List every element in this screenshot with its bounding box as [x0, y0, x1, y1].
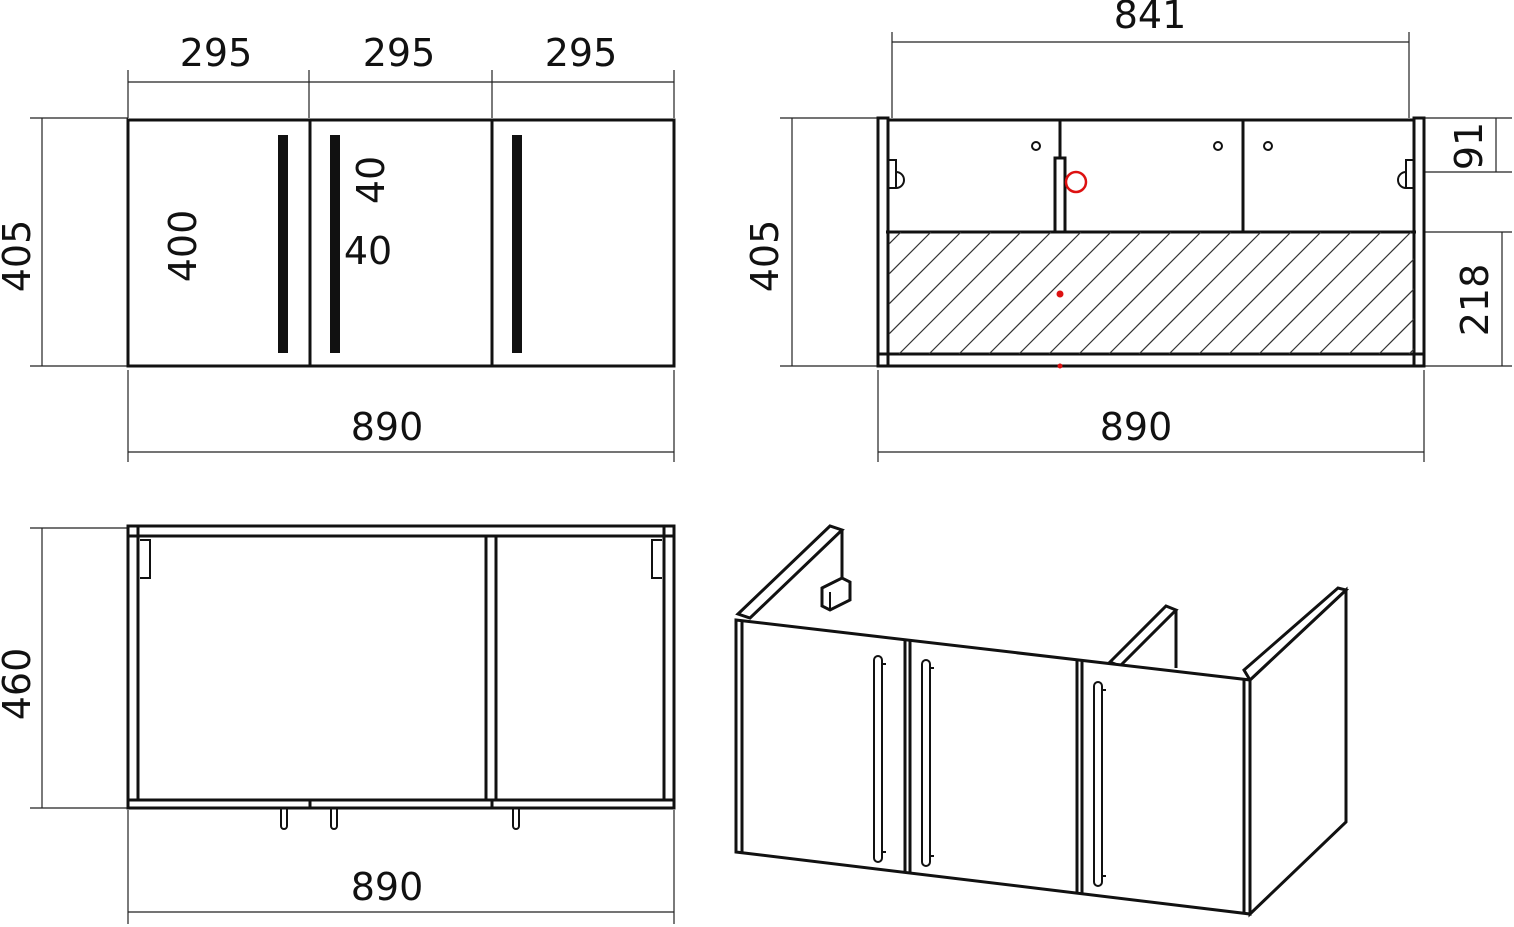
hatch-line: [1108, 232, 1232, 354]
top-handle-knob-1: [280, 808, 288, 830]
top-view: 890 460: [0, 524, 676, 924]
iso-right-side-panel: [1248, 586, 1348, 918]
mount-hole-1: [1031, 141, 1041, 151]
hatch-line: [1078, 232, 1202, 354]
bottom-marker-dot: [1057, 363, 1063, 369]
front-handle-2: [330, 135, 340, 353]
top-right-side: [662, 524, 676, 802]
hatch-line: [1168, 232, 1292, 354]
back-cabinet-body: [884, 118, 1418, 368]
hatch-line: [1348, 288, 1414, 354]
hatch-line: [1228, 232, 1352, 354]
iso-mount-bracket: [820, 576, 852, 612]
front-view: 295 295 295 890 405 400 40 40: [0, 31, 676, 462]
top-depth-label: 460: [0, 648, 39, 721]
back-view: 841 890 405 91 218: [743, 0, 1512, 462]
drain-marker-circle: [1064, 170, 1088, 194]
mount-hole-2: [1213, 141, 1223, 151]
center-marker-dot: [1056, 290, 1064, 298]
iso-right-side-top-edge: [1242, 586, 1350, 683]
front-handle-1: [278, 135, 288, 353]
hatch-line: [1258, 232, 1382, 354]
hatch-line: [1378, 318, 1414, 354]
top-width-label: 890: [351, 865, 424, 909]
door-width-label-1: 295: [180, 31, 253, 75]
iso-handle-3: [1093, 681, 1106, 887]
hatch-line: [928, 232, 1052, 354]
top-cabinet-outline: [126, 524, 676, 810]
left-mount-bracket: [888, 159, 905, 189]
hatch-line: [1198, 232, 1322, 354]
hatch-line: [898, 232, 1022, 354]
front-width-label: 890: [351, 405, 424, 449]
isometric-view: [734, 524, 1350, 918]
hatch-line: [889, 232, 932, 275]
door-height-label: 400: [161, 210, 205, 283]
hatch-line: [1288, 232, 1412, 354]
back-height-label: 405: [743, 220, 787, 293]
hatch-line: [988, 232, 1112, 354]
handle-offset-top-label: 40: [349, 156, 393, 204]
mount-height-label: 91: [1447, 122, 1491, 170]
top-partition: [484, 534, 498, 802]
hatched-zone-label: 218: [1453, 264, 1497, 337]
hatch-line: [1138, 232, 1262, 354]
right-mount-bracket: [1397, 159, 1414, 189]
door-width-label-3: 295: [545, 31, 618, 75]
hatch-line: [889, 232, 992, 335]
back-width-label: 890: [1100, 405, 1173, 449]
front-cabinet-body: [126, 118, 676, 368]
hatch-line: [958, 232, 1082, 354]
back-left-side-panel: [876, 116, 890, 368]
handle-offset-side-label: 40: [344, 229, 392, 273]
top-left-bracket: [140, 539, 151, 579]
top-front-panel: [126, 798, 676, 810]
top-handle-knob-2: [330, 808, 338, 830]
top-right-bracket: [651, 539, 662, 579]
back-hatched-zone: [889, 232, 1414, 354]
iso-inner-partition: [1107, 604, 1179, 668]
hatch-line: [1318, 258, 1414, 354]
front-height-label: 405: [0, 220, 39, 293]
hatch-line: [889, 232, 962, 305]
iso-handle-1: [873, 655, 886, 863]
mount-hole-3: [1263, 141, 1273, 151]
front-handle-3: [512, 135, 522, 353]
inner-width-label: 841: [1114, 0, 1187, 37]
back-right-side-panel: [1412, 116, 1426, 368]
top-left-side: [126, 524, 140, 802]
top-handle-knob-3: [512, 808, 520, 830]
door-width-label-2: 295: [363, 31, 436, 75]
hatch-line: [1048, 232, 1172, 354]
iso-handle-2: [921, 659, 934, 867]
iso-front-panel: [734, 618, 1252, 916]
hatch-line: [1018, 232, 1142, 354]
